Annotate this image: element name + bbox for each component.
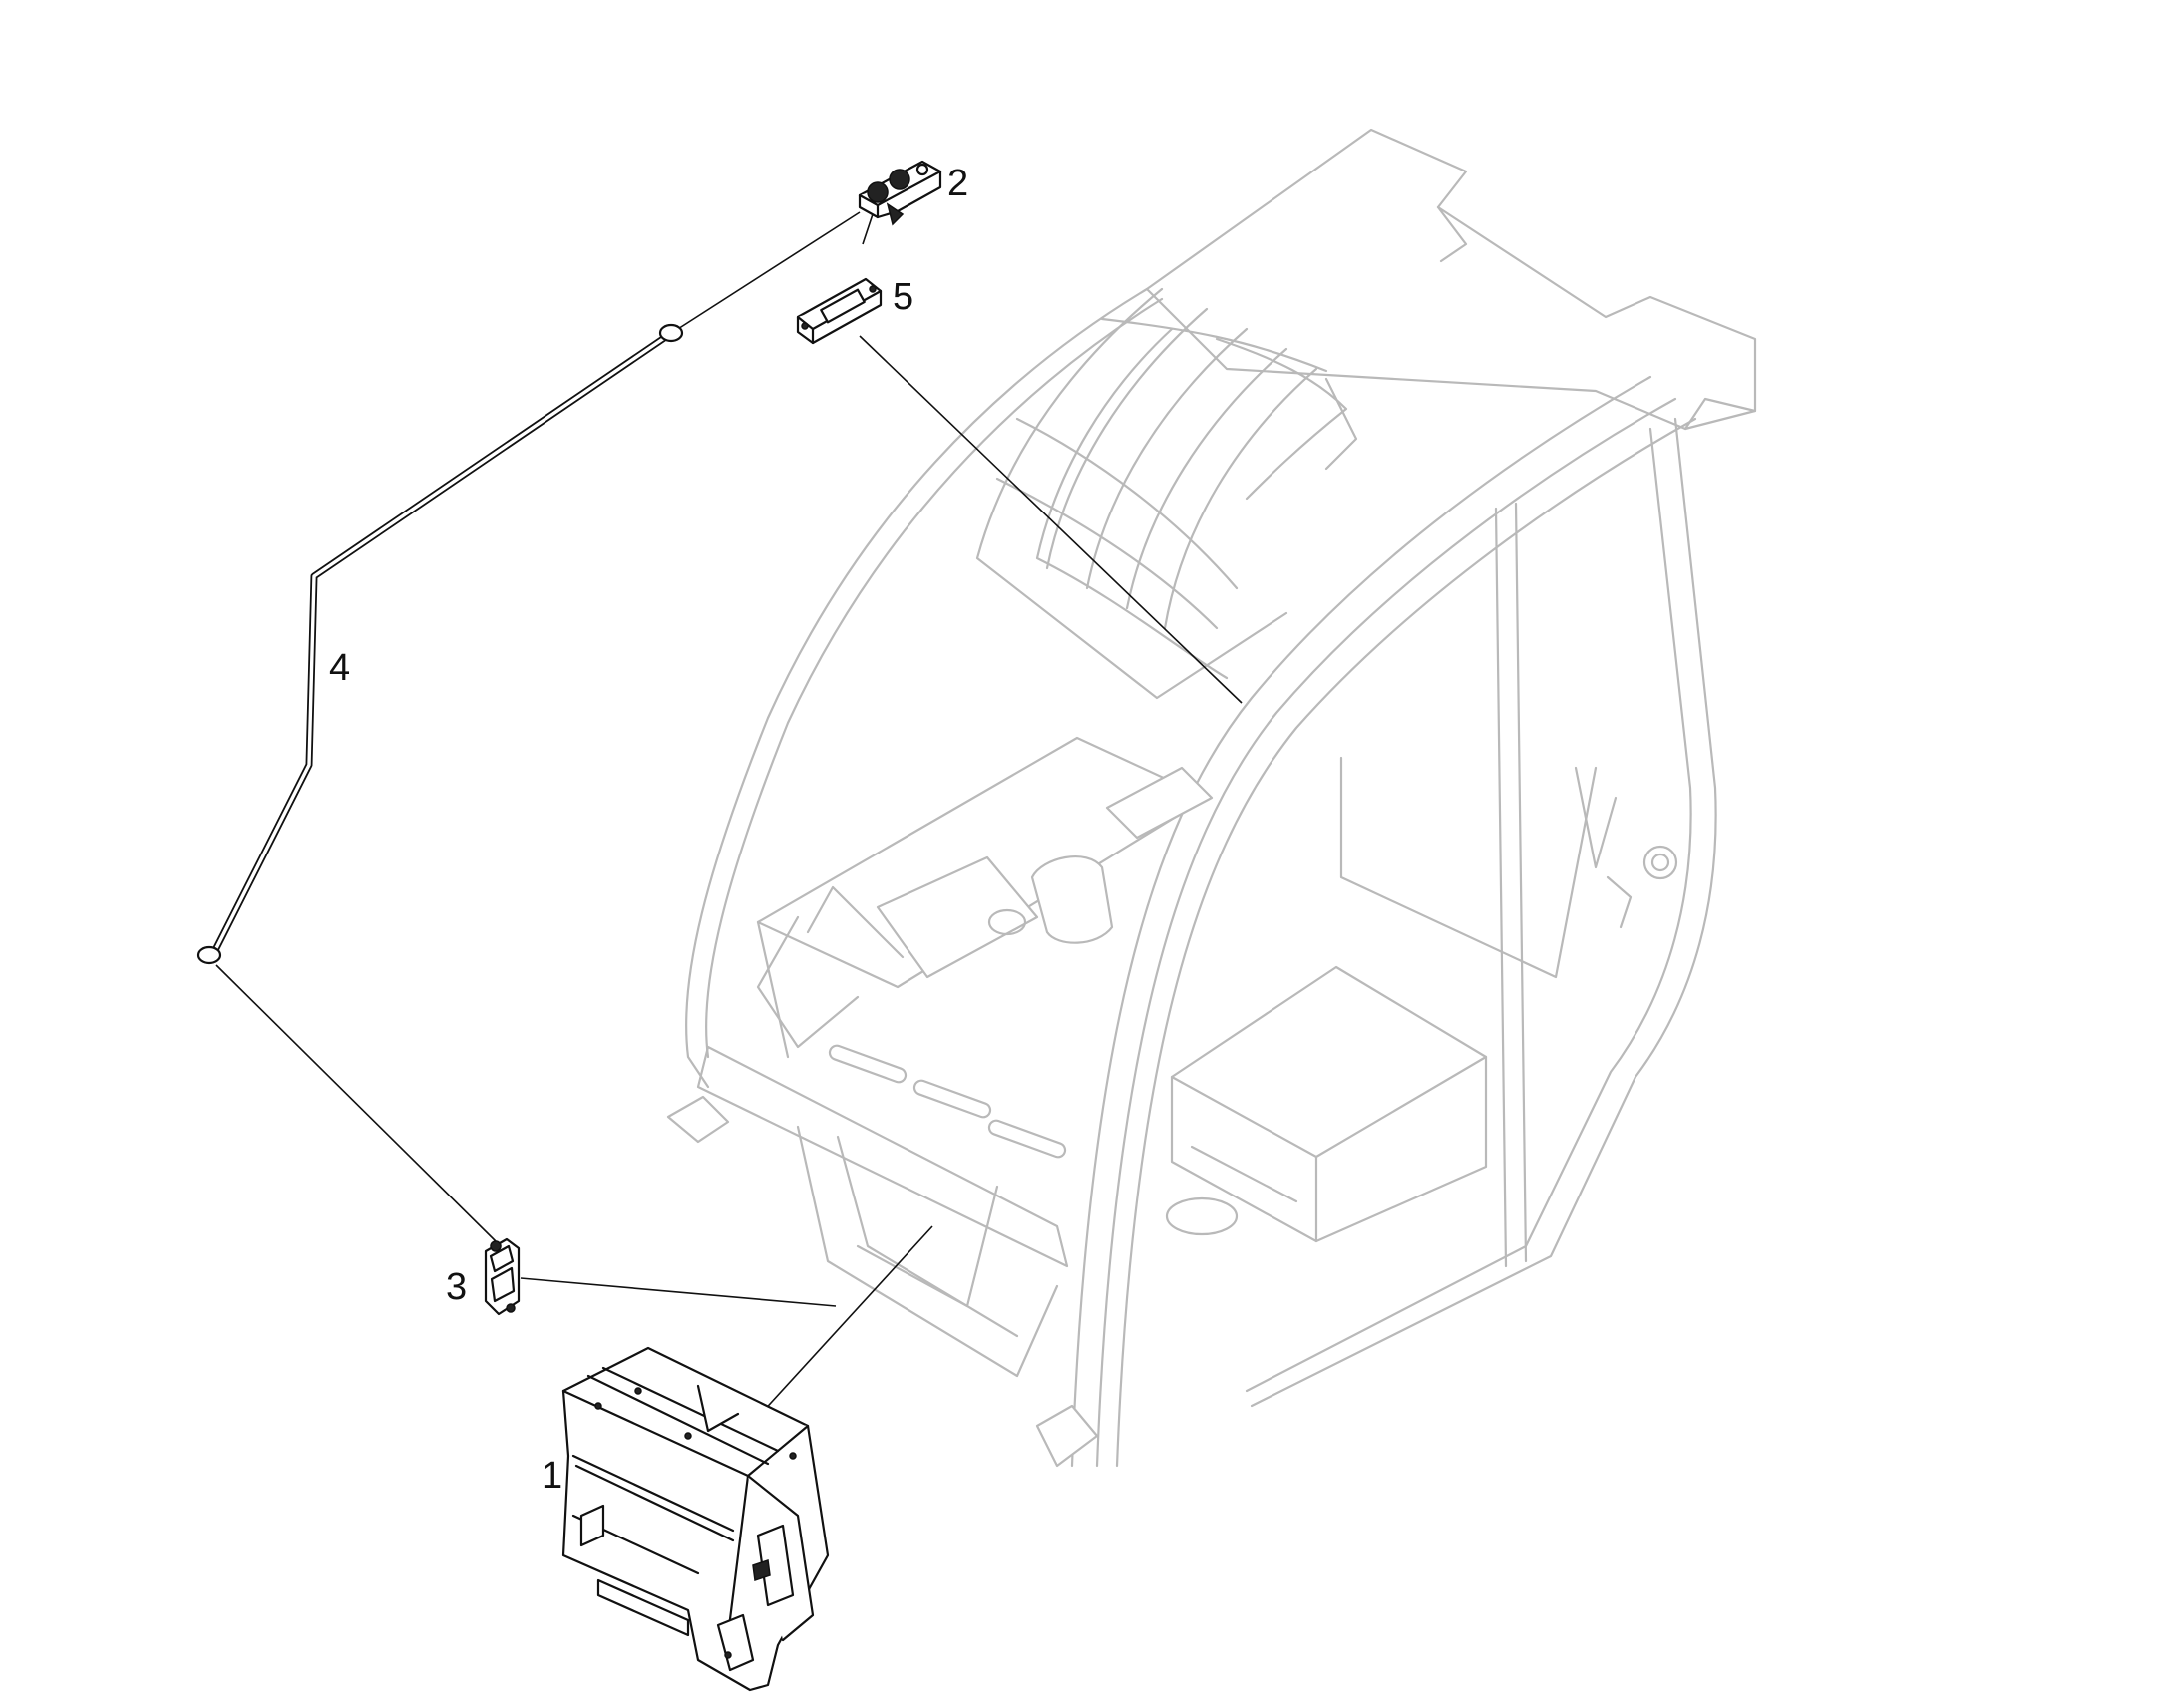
switch-box <box>796 277 883 345</box>
callout-5: 5 <box>893 276 913 318</box>
hvac-unit <box>561 1346 830 1692</box>
leader-lines <box>215 211 1243 1416</box>
hose <box>196 323 684 965</box>
callout-3: 3 <box>446 1266 467 1308</box>
callout-4: 4 <box>329 647 350 689</box>
callout-1: 1 <box>542 1455 562 1497</box>
control-panel <box>858 160 942 226</box>
hose-end-ring-bottom <box>196 945 222 965</box>
callout-2: 2 <box>947 163 968 204</box>
callout-labels: 1 2 3 4 5 <box>329 163 968 1497</box>
hose-end-ring-top <box>658 323 684 343</box>
bracket <box>484 1237 521 1316</box>
cab-frame <box>666 128 1757 1468</box>
